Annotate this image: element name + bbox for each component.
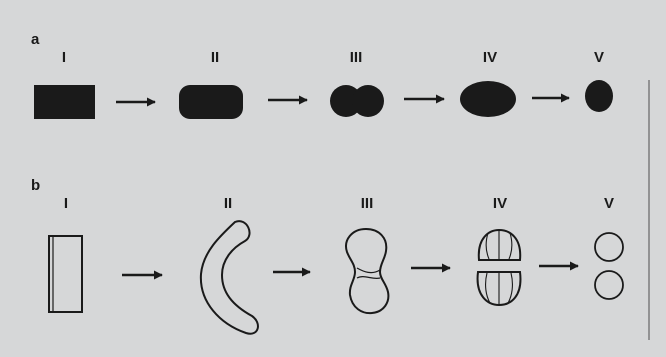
panel-b-stage-1-label: I: [64, 196, 68, 211]
panel-b-stage-1-shape: [49, 236, 82, 312]
panel-a-stage-2-label: II: [211, 50, 219, 65]
panel-a-label: a: [31, 32, 39, 47]
panel-a-stage-1-shape: [34, 85, 95, 119]
panel-a-stage-4-shape: [460, 81, 516, 117]
panel-b-stage-4-label: IV: [493, 196, 507, 211]
panel-b-stage-4-shape: [478, 230, 521, 305]
panel-b-stage-5-label: V: [604, 196, 614, 211]
panel-b-stage-5-shape: [595, 233, 623, 299]
panel-b-stage-3-shape: [346, 229, 388, 313]
panel-b-diagram: [49, 221, 623, 334]
panel-b-stage-2-shape: [201, 221, 258, 334]
panel-b-stage-2-label: II: [224, 196, 232, 211]
panel-a-stage-5-label: V: [594, 50, 604, 65]
panel-a-diagram: [34, 80, 613, 119]
panel-a-stage-3-label: III: [350, 50, 363, 65]
panel-a-stage-1-label: I: [62, 50, 66, 65]
panel-b-label: b: [31, 178, 40, 193]
panel-a-stage-2-shape: [179, 85, 243, 119]
panel-a-stage-3-shape: [330, 85, 384, 117]
panel-a-stage-4-label: IV: [483, 50, 497, 65]
panel-a-stage-5-shape: [585, 80, 613, 112]
panel-b-stage-3-label: III: [361, 196, 374, 211]
